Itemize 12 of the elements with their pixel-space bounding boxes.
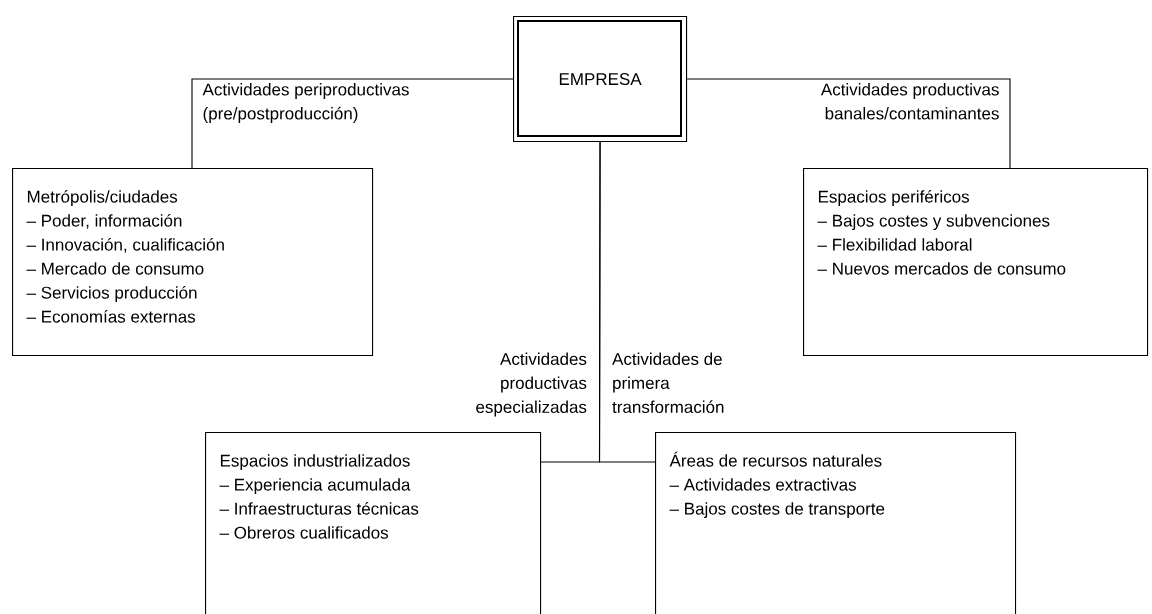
connector-line [686, 78, 1011, 169]
location-box: Metrópolis/ciudades – Poder, información – Innovación, cualificación – Mercado de consumo – Servicios producción – Economías externas [12, 168, 374, 357]
edge-label: Actividades productivas banales/contaminantes [820, 83, 999, 120]
connector-line [191, 78, 514, 169]
edge-label: Actividades de primera transformación [612, 352, 724, 414]
location-box: Áreas de recursos naturales – Actividades extractivas – Bajos costes de transporte [655, 432, 1017, 614]
company-box: EMPRESA [513, 16, 688, 143]
connector-line [598, 141, 656, 463]
edge-label: Actividades productivas especializadas [476, 352, 587, 417]
edge-label: Actividades periproductivas (pre/postproducción) [202, 83, 409, 123]
location-box: Espacios industrializados – Experiencia acumulada – Infraestructuras técnicas – Obreros cualificados [205, 432, 542, 614]
location-box: Espacios periféricos – Bajos costes y subvenciones – Flexibilidad laboral – Nuevos mercados de consumo [803, 168, 1149, 357]
